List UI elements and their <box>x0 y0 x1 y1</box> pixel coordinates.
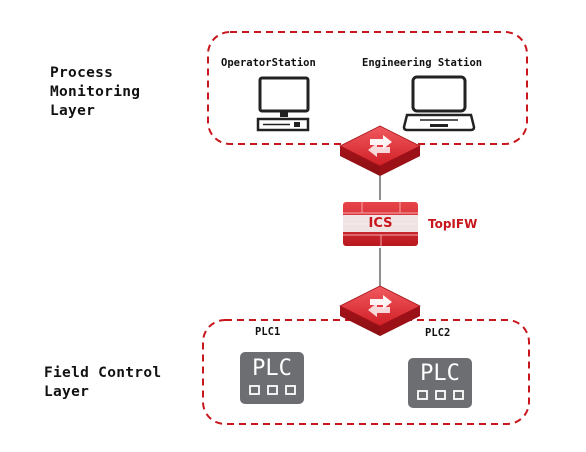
firewall-icon <box>343 202 418 246</box>
router-icon-top <box>339 125 421 176</box>
operator-station-label: OperatorStation <box>221 57 316 69</box>
plc2-icon <box>408 358 472 408</box>
field-layer-label: Field Control Layer <box>44 365 162 400</box>
process-layer-label: Process Monitoring Layer <box>50 65 141 119</box>
process-layer-box <box>207 31 528 145</box>
plc2-label: PLC2 <box>425 327 451 339</box>
laptop-icon <box>402 75 476 132</box>
firewall-badge: ICS <box>368 216 393 231</box>
field-layer-box <box>202 319 530 425</box>
desktop-computer-icon <box>256 76 310 132</box>
plc1-label: PLC1 <box>255 326 281 338</box>
plc1-icon-text: PLC <box>252 356 292 381</box>
plc1-icon <box>240 352 304 404</box>
engineering-station-label: Engineering Station <box>362 57 483 69</box>
plc2-icon-text: PLC <box>420 361 460 386</box>
router-icon-bottom <box>339 285 421 336</box>
firewall-name-label: TopIFW <box>428 217 478 231</box>
